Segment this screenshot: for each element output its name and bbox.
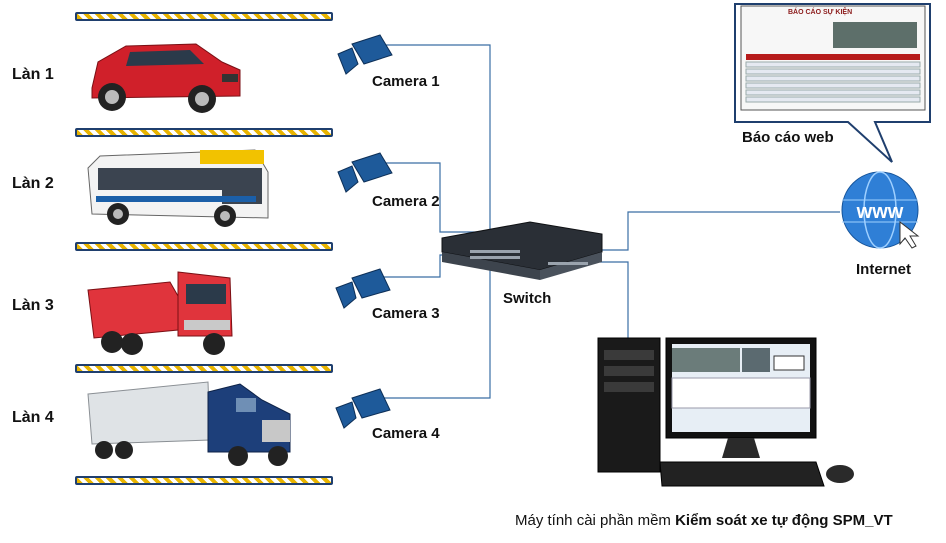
lane-4-bottom-stripe (75, 476, 333, 485)
lane-2-bottom-stripe (75, 242, 333, 251)
lane-1-bottom-stripe (75, 128, 333, 137)
switch-icon (441, 221, 603, 280)
web-report-screen (740, 5, 926, 111)
camera-2-label: Camera 2 (372, 193, 440, 210)
switch-label: Switch (503, 290, 552, 307)
city-bus-icon (87, 149, 269, 227)
suv-car-icon (91, 43, 241, 113)
internet-globe-icon: www (841, 171, 920, 249)
lane-2-label: Làn 2 (12, 175, 54, 192)
lane-4-label: Làn 4 (12, 409, 54, 426)
semi-truck-icon (87, 381, 291, 466)
switch-computer-link (600, 261, 629, 338)
computer-caption-software: Kiểm soát xe tự động SPM_VT (675, 512, 893, 529)
computer-caption: Máy tính cài phần mềm Kiểm soát xe tự độ… (515, 512, 893, 529)
camera-1-label: Camera 1 (372, 73, 440, 90)
web-report-label: Báo cáo web (742, 129, 834, 146)
camera-4-icon (335, 388, 391, 429)
lane-1-label: Làn 1 (12, 66, 54, 83)
computer-icon (597, 337, 854, 487)
camera-4-link (378, 262, 491, 399)
camera-3-label: Camera 3 (372, 305, 440, 322)
camera-1-icon (337, 34, 393, 75)
camera-2-icon (337, 152, 393, 193)
lane-3-bottom-stripe (75, 364, 333, 373)
svg-text:www: www (856, 201, 904, 223)
computer-caption-prefix: Máy tính cài phần mềm (515, 512, 676, 529)
switch-internet-link (600, 211, 840, 251)
camera-1-link (380, 44, 491, 240)
dump-truck-icon (87, 271, 233, 355)
camera-2-link (380, 162, 490, 233)
camera-4-label: Camera 4 (372, 425, 440, 442)
lane-1-top-stripe (75, 12, 333, 21)
web-report-screen-title: BÁO CÁO SỰ KIỆN (788, 9, 853, 16)
lane-3-label: Làn 3 (12, 297, 54, 314)
camera-3-icon (335, 268, 391, 309)
internet-label: Internet (856, 261, 912, 278)
